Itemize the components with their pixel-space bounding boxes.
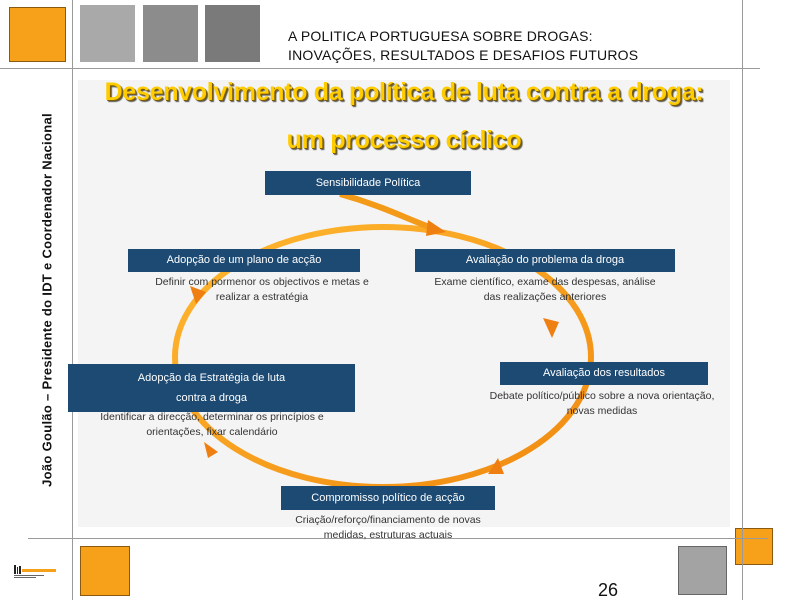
node-avaliacao-resultados-label: Avaliação dos resultados	[542, 367, 666, 379]
node-sensibilidade-label: Sensibilidade Política	[315, 177, 421, 189]
arrowhead-4	[190, 286, 206, 304]
node-avaliacao-resultados-desc-1: Debate político/público sobre a nova ori…	[489, 390, 715, 402]
header-square-3	[205, 5, 260, 62]
node-compromisso: Compromisso político de acção	[281, 486, 495, 510]
node-avaliacao-problema-desc-1: Exame científico, exame das despesas, an…	[434, 276, 656, 288]
corner-square-top-left	[9, 7, 66, 62]
node-avaliacao-resultados-desc-2: novas medidas	[566, 405, 638, 417]
node-avaliacao-problema-desc-2: das realizações anteriores	[483, 291, 607, 303]
node-avaliacao-resultados: Avaliação dos resultados	[500, 362, 708, 385]
node-compromisso-desc-2: medidas, estruturas actuais	[323, 529, 453, 541]
presentation-title-line-2: INOVAÇÕES, RESULTADOS E DESAFIOS FUTUROS	[288, 47, 639, 63]
node-estrategia-desc-1: Identificar a direcção, determinar os pr…	[100, 411, 324, 423]
slide-title-line-2: um processo cíclico	[286, 126, 522, 154]
arrowhead-2	[488, 458, 504, 474]
entry-arrow	[339, 191, 434, 231]
node-plano-label: Adopção de um plano de acção	[166, 254, 322, 266]
presentation-title-line-1: A POLITICA PORTUGUESA SOBRE DROGAS:	[288, 28, 593, 44]
corner-square-bottom-left	[80, 546, 130, 596]
node-plano: Adopção de um plano de acção	[128, 249, 360, 272]
node-estrategia-label-2: contra a droga	[176, 392, 247, 404]
header-divider	[0, 68, 760, 69]
node-plano-desc-1: Definir com pormenor os objectivos e met…	[155, 276, 369, 288]
page-number: 26	[598, 580, 619, 600]
presentation-title: A POLITICA PORTUGUESA SOBRE DROGAS: INOV…	[288, 27, 638, 65]
diagram-panel	[78, 80, 730, 527]
node-compromisso-label: Compromisso político de acção	[311, 492, 465, 504]
node-estrategia-desc-2: orientações, fixar calendário	[146, 426, 278, 438]
corner-square-bottom-right	[678, 546, 727, 595]
node-avaliacao-problema: Avaliação do problema da droga	[415, 249, 675, 272]
arrowhead-1	[543, 318, 559, 338]
node-compromisso-desc-1: Criação/reforço/financiamento de novas	[295, 514, 481, 526]
node-avaliacao-problema-label: Avaliação do problema da droga	[465, 254, 625, 266]
arrowhead-3	[204, 442, 218, 458]
right-divider	[742, 0, 743, 600]
left-divider	[72, 0, 73, 600]
node-estrategia-label-1: Adopção da Estratégia de luta	[137, 372, 286, 384]
node-plano-desc-2: realizar a estratégia	[215, 291, 309, 303]
node-estrategia-desc: Identificar a direcção, determinar os pr…	[82, 410, 342, 440]
corner-square-right	[735, 528, 773, 565]
node-plano-desc: Definir com pormenor os objectivos e met…	[128, 275, 396, 305]
node-avaliacao-problema-desc: Exame científico, exame das despesas, an…	[415, 275, 675, 305]
header-square-1	[80, 5, 135, 62]
slide-title-line-1: Desenvolvimento da política de luta cont…	[104, 78, 704, 106]
node-avaliacao-resultados-desc: Debate político/público sobre a nova ori…	[478, 389, 726, 419]
node-sensibilidade-politica: Sensibilidade Política	[265, 171, 471, 195]
footer-divider	[28, 538, 768, 539]
header-square-2	[143, 5, 198, 62]
entry-arrowhead	[426, 220, 446, 236]
node-compromisso-desc: Criação/reforço/financiamento de novas m…	[268, 513, 508, 543]
node-estrategia: Adopção da Estratégia de luta contra a d…	[68, 364, 355, 412]
logo	[14, 565, 58, 579]
